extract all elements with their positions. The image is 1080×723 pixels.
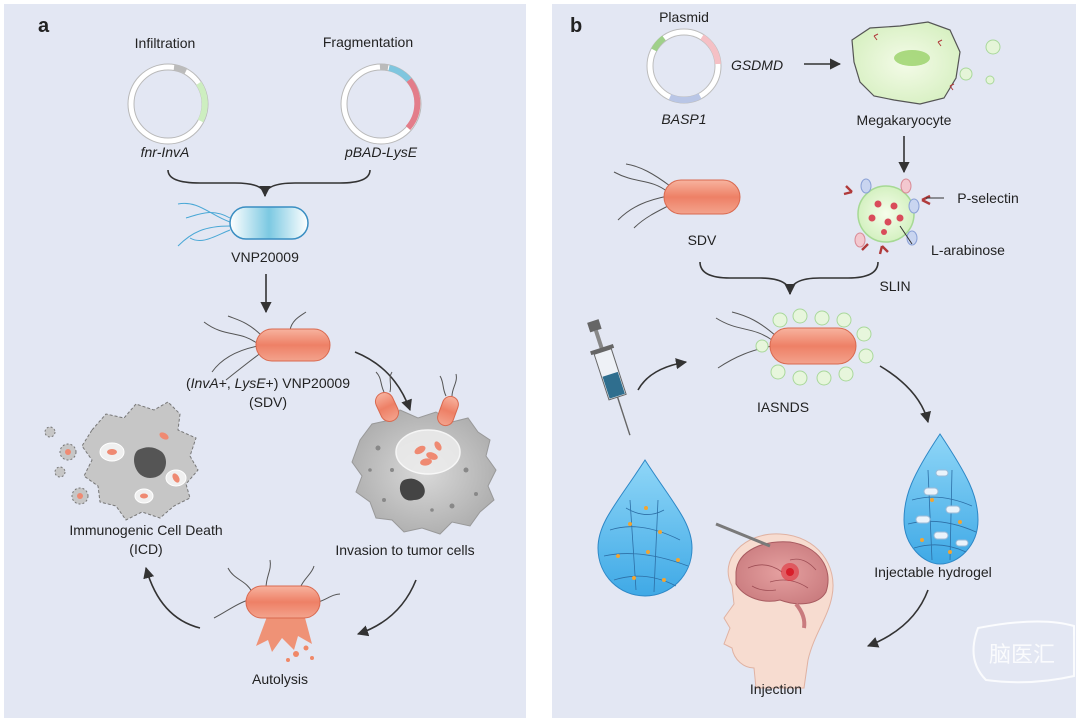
label-fragmentation: Fragmentation xyxy=(323,34,413,50)
hydrogel-drop-icon xyxy=(597,459,693,597)
autolysis-bacterium-icon xyxy=(213,559,341,662)
panel-b-letter: b xyxy=(570,15,582,37)
label-sdv: (SDV) xyxy=(249,394,287,410)
label-infiltration: Infiltration xyxy=(135,35,196,51)
syringe-icon xyxy=(587,319,631,436)
sdv-bacterium-icon xyxy=(203,311,331,381)
label-pbad-lysE: pBAD-LysE xyxy=(344,144,418,160)
curved-arrow xyxy=(879,365,931,424)
label-l-arabinose: L-arabinose xyxy=(931,242,1005,258)
label-slin: SLIN xyxy=(879,278,910,294)
curved-arrow xyxy=(637,358,688,391)
label-injection: Injection xyxy=(750,681,802,697)
label-invasion: Invasion to tumor cells xyxy=(335,542,474,558)
label-fnr-invA: fnr-InvA xyxy=(141,144,190,160)
merge-arrow xyxy=(784,261,879,296)
label-gsdmd: GSDMD xyxy=(731,57,783,73)
injectable-hydrogel-icon xyxy=(903,433,979,565)
label-icd-line1: Immunogenic Cell Death xyxy=(69,522,222,538)
head-brain-icon xyxy=(715,522,834,689)
merge-arrow xyxy=(259,169,371,198)
label-vnp20009: VNP20009 xyxy=(231,249,299,265)
label-sdv-b: SDV xyxy=(688,232,717,248)
icd-cell-icon xyxy=(44,401,199,521)
slin-icon xyxy=(843,178,944,255)
curved-arrow xyxy=(356,579,417,637)
curved-arrow xyxy=(143,566,201,629)
label-injectable-hydrogel: Injectable hydrogel xyxy=(874,564,992,580)
label-icd-line2: (ICD) xyxy=(129,541,162,557)
label-iasnds: IASNDS xyxy=(757,399,809,415)
label-sdv-genotype: (InvA+, LysE+) VNP20009 xyxy=(186,375,350,391)
vnp20009-bacterium-icon xyxy=(177,202,309,247)
iasnds-icon xyxy=(715,308,874,386)
plasmid-icon xyxy=(340,63,422,145)
watermark-text: 脑医汇 xyxy=(989,643,1055,668)
watermark-logo: 脑医汇 xyxy=(972,620,1075,684)
label-megakaryocyte: Megakaryocyte xyxy=(857,112,952,128)
label-autolysis: Autolysis xyxy=(252,671,308,687)
sdv-bacterium-icon xyxy=(613,163,741,229)
panel-a-letter: a xyxy=(38,15,50,37)
plasmid-icon xyxy=(646,28,722,104)
label-basp1: BASP1 xyxy=(661,111,706,127)
curved-arrow xyxy=(354,351,412,412)
tumor-cell-icon xyxy=(351,371,497,535)
label-plasmid: Plasmid xyxy=(659,9,709,25)
megakaryocyte-icon xyxy=(851,21,1001,105)
curved-arrow xyxy=(866,589,929,648)
plasmid-icon xyxy=(127,63,209,145)
label-p-selectin: P-selectin xyxy=(957,190,1018,206)
